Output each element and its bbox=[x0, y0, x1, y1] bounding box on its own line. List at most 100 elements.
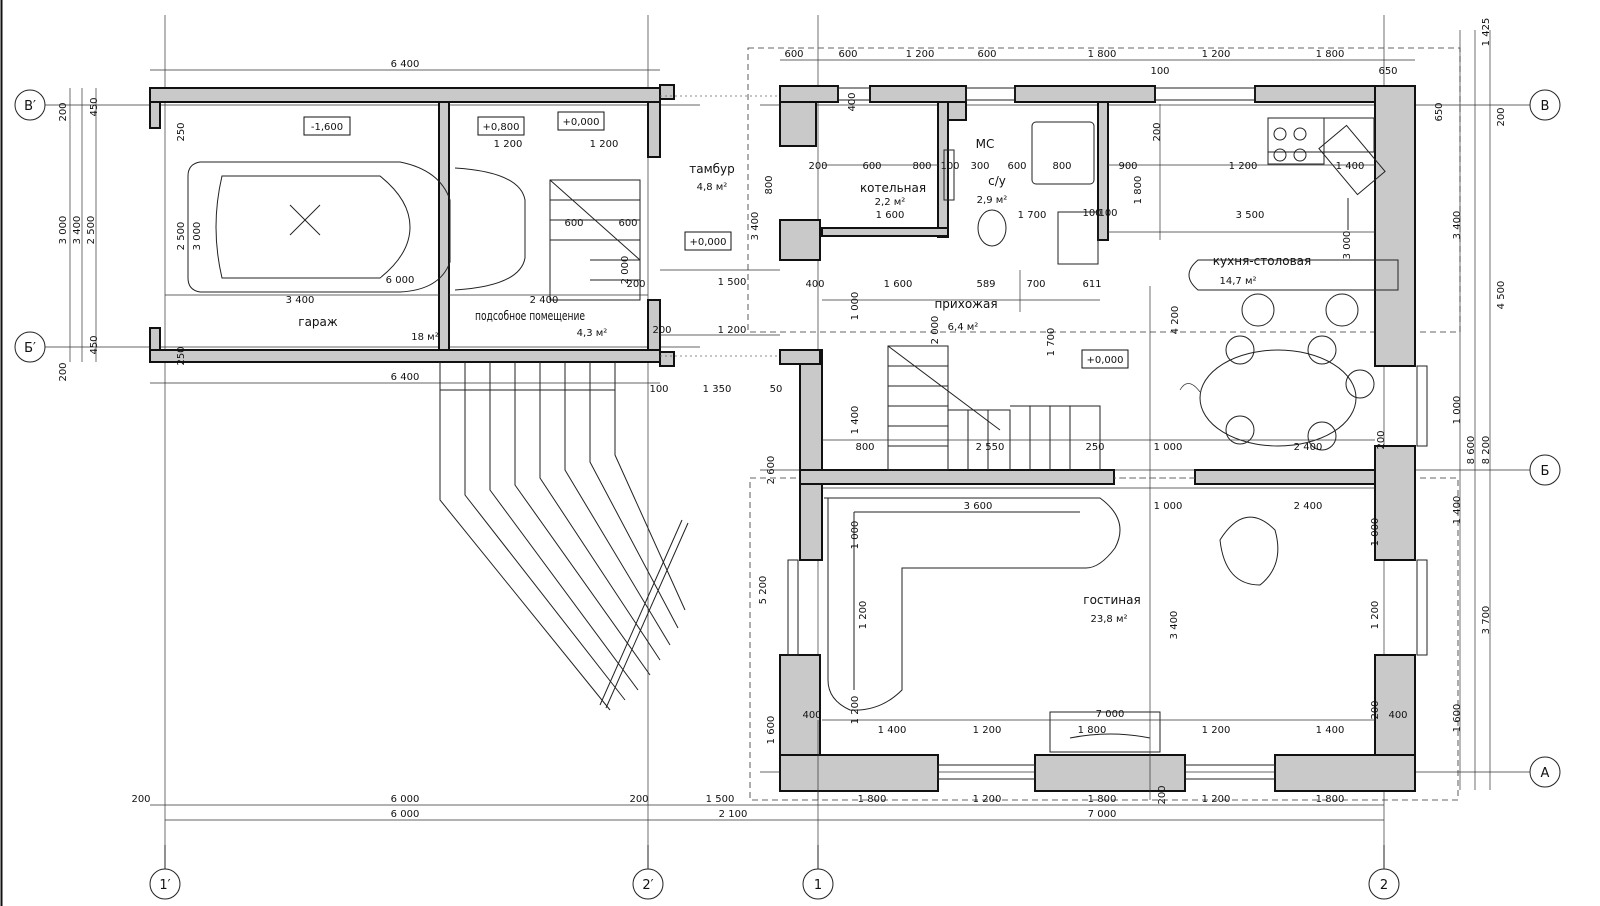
dim-right-inner-5: 1 600 bbox=[1452, 704, 1463, 733]
car-outline bbox=[187, 161, 526, 293]
dim-100v: 100 bbox=[649, 384, 668, 395]
dim-1700w: 1 700 bbox=[1018, 210, 1047, 221]
dim-1200w: 1 200 bbox=[850, 696, 861, 725]
dim-bottom-6: 1 200 bbox=[973, 794, 1002, 805]
dim-1200l2: 1 200 bbox=[973, 725, 1002, 736]
level-utility: +0,800 bbox=[482, 122, 519, 133]
dim-800w: 800 bbox=[1052, 161, 1071, 172]
utility-stair bbox=[549, 179, 641, 301]
dim-611: 611 bbox=[1082, 279, 1101, 290]
dim-250h: 250 bbox=[1085, 442, 1104, 453]
dim-100w2: 100 bbox=[1082, 208, 1101, 219]
dim-1600k: 1 600 bbox=[876, 210, 905, 221]
dim-100t: 100 bbox=[1098, 208, 1117, 219]
dim-200w2: 200 bbox=[1370, 700, 1381, 719]
main-stair bbox=[887, 345, 1101, 471]
dim-2600: 2 600 bbox=[766, 456, 777, 485]
dim-bottom-5: 1 800 bbox=[858, 794, 887, 805]
dim-3400l: 3 400 bbox=[1169, 611, 1180, 640]
dim-left-2: 3 400 bbox=[72, 216, 83, 245]
room-wc-name: с/у bbox=[988, 174, 1006, 188]
dim-top-7: 1 800 bbox=[1316, 49, 1345, 60]
dim-2400g: 2 400 bbox=[530, 295, 559, 306]
dim-100: 100 bbox=[1150, 66, 1169, 77]
dim-1200r: 1 200 bbox=[1370, 601, 1381, 630]
dim-1400k: 1 400 bbox=[1336, 161, 1365, 172]
dim-250b: 250 bbox=[176, 346, 187, 365]
dim-right-inner-4: 3 700 bbox=[1481, 606, 1492, 635]
dim-1200k: 1 200 bbox=[1229, 161, 1258, 172]
dim-600w: 600 bbox=[1007, 161, 1026, 172]
axis-label-a: А bbox=[1541, 766, 1550, 781]
dim-1000w2: 1 000 bbox=[1370, 518, 1381, 547]
dim-589: 589 bbox=[976, 279, 995, 290]
dim-300k: 300 bbox=[970, 161, 989, 172]
dim-left-1: 3 000 bbox=[58, 216, 69, 245]
dim-1800l: 1 800 bbox=[1078, 725, 1107, 736]
dim-right-inner-2: 1 000 bbox=[1452, 396, 1463, 425]
dim-1400h: 1 400 bbox=[850, 406, 861, 435]
room-kitchen-name: кухня-столовая bbox=[1213, 254, 1311, 268]
room-wc-mark: МС bbox=[976, 137, 995, 151]
dim-100k: 100 bbox=[940, 161, 959, 172]
room-hall-area: 6,4 м² bbox=[948, 322, 979, 333]
dim-800v: 800 bbox=[764, 175, 775, 194]
dim-200t: 200 bbox=[652, 325, 671, 336]
dim-200b: 200 bbox=[58, 102, 69, 121]
room-kitchen-area: 14,7 м² bbox=[1220, 276, 1257, 287]
dim-2000s: 2 000 bbox=[620, 256, 631, 285]
dim-1400l2: 1 400 bbox=[1316, 725, 1345, 736]
dim-200c: 200 bbox=[58, 362, 69, 381]
dim-top-1: 600 bbox=[784, 49, 803, 60]
axis-marker-b bbox=[1529, 454, 1561, 486]
dim-250a: 250 bbox=[176, 122, 187, 141]
dim-2400l: 2 400 bbox=[1294, 501, 1323, 512]
room-wc-area: 2,9 м² bbox=[977, 195, 1008, 206]
dim-1000l: 1 000 bbox=[1154, 501, 1183, 512]
dim-3000k: 3 000 bbox=[1342, 231, 1353, 260]
dim-1200a: 1 200 bbox=[494, 139, 523, 150]
dim-200a: 200 bbox=[1496, 107, 1507, 126]
dim-1600l: 1 600 bbox=[766, 716, 777, 745]
dim-3500: 3 500 bbox=[1236, 210, 1265, 221]
room-living-name: гостиная bbox=[1083, 593, 1140, 607]
dim-1200v: 1 200 bbox=[718, 325, 747, 336]
dim-4200: 4 200 bbox=[1170, 306, 1181, 335]
dim-650b: 650 bbox=[1434, 102, 1445, 121]
wc-fixtures bbox=[943, 121, 1099, 265]
dim-1400l: 1 400 bbox=[878, 725, 907, 736]
dim-600k: 600 bbox=[862, 161, 881, 172]
axis-marker-v bbox=[1529, 89, 1561, 121]
axis-marker-a bbox=[1529, 756, 1561, 788]
dim-bottom-9: 1 800 bbox=[1316, 794, 1345, 805]
level-stair: +0,000 bbox=[562, 117, 599, 128]
dim-200kb: 200 bbox=[1376, 430, 1387, 449]
dim-top-2: 600 bbox=[838, 49, 857, 60]
dim-2000h: 2 000 bbox=[930, 316, 941, 345]
dim-bottom-1: 200 bbox=[131, 794, 150, 805]
dim-top-3: 1 200 bbox=[906, 49, 935, 60]
dim-right-inner-3: 1 400 bbox=[1452, 496, 1463, 525]
dim-3400g: 3 400 bbox=[286, 295, 315, 306]
axis-label-v: В bbox=[1541, 99, 1550, 114]
dim-bottom2-3: 7 000 bbox=[1088, 809, 1117, 820]
dim-700h: 700 bbox=[1026, 279, 1045, 290]
room-vestibule-area: 4,8 м² bbox=[697, 182, 728, 193]
room-utility-name: подсобное помещение bbox=[475, 309, 585, 323]
dim-garage-top: 6 400 bbox=[391, 59, 420, 70]
dim-800h: 800 bbox=[855, 442, 874, 453]
dim-800k: 800 bbox=[912, 161, 931, 172]
dim-400r: 400 bbox=[1388, 710, 1407, 721]
living-furniture bbox=[824, 497, 1279, 753]
dim-450b: 450 bbox=[89, 335, 100, 354]
dim-right-inner-1: 3 400 bbox=[1452, 211, 1463, 240]
dim-1350: 1 350 bbox=[703, 384, 732, 395]
axis-label-bp: Б′ bbox=[24, 341, 36, 356]
dim-bottom-8: 1 200 bbox=[1202, 794, 1231, 805]
axis-label-1p: 1′ bbox=[159, 878, 170, 893]
dim-3400v: 3 400 bbox=[750, 212, 761, 241]
dim-3600: 3 600 bbox=[964, 501, 993, 512]
dim-1000w: 1 000 bbox=[850, 521, 861, 550]
dim-6000g: 6 000 bbox=[386, 275, 415, 286]
